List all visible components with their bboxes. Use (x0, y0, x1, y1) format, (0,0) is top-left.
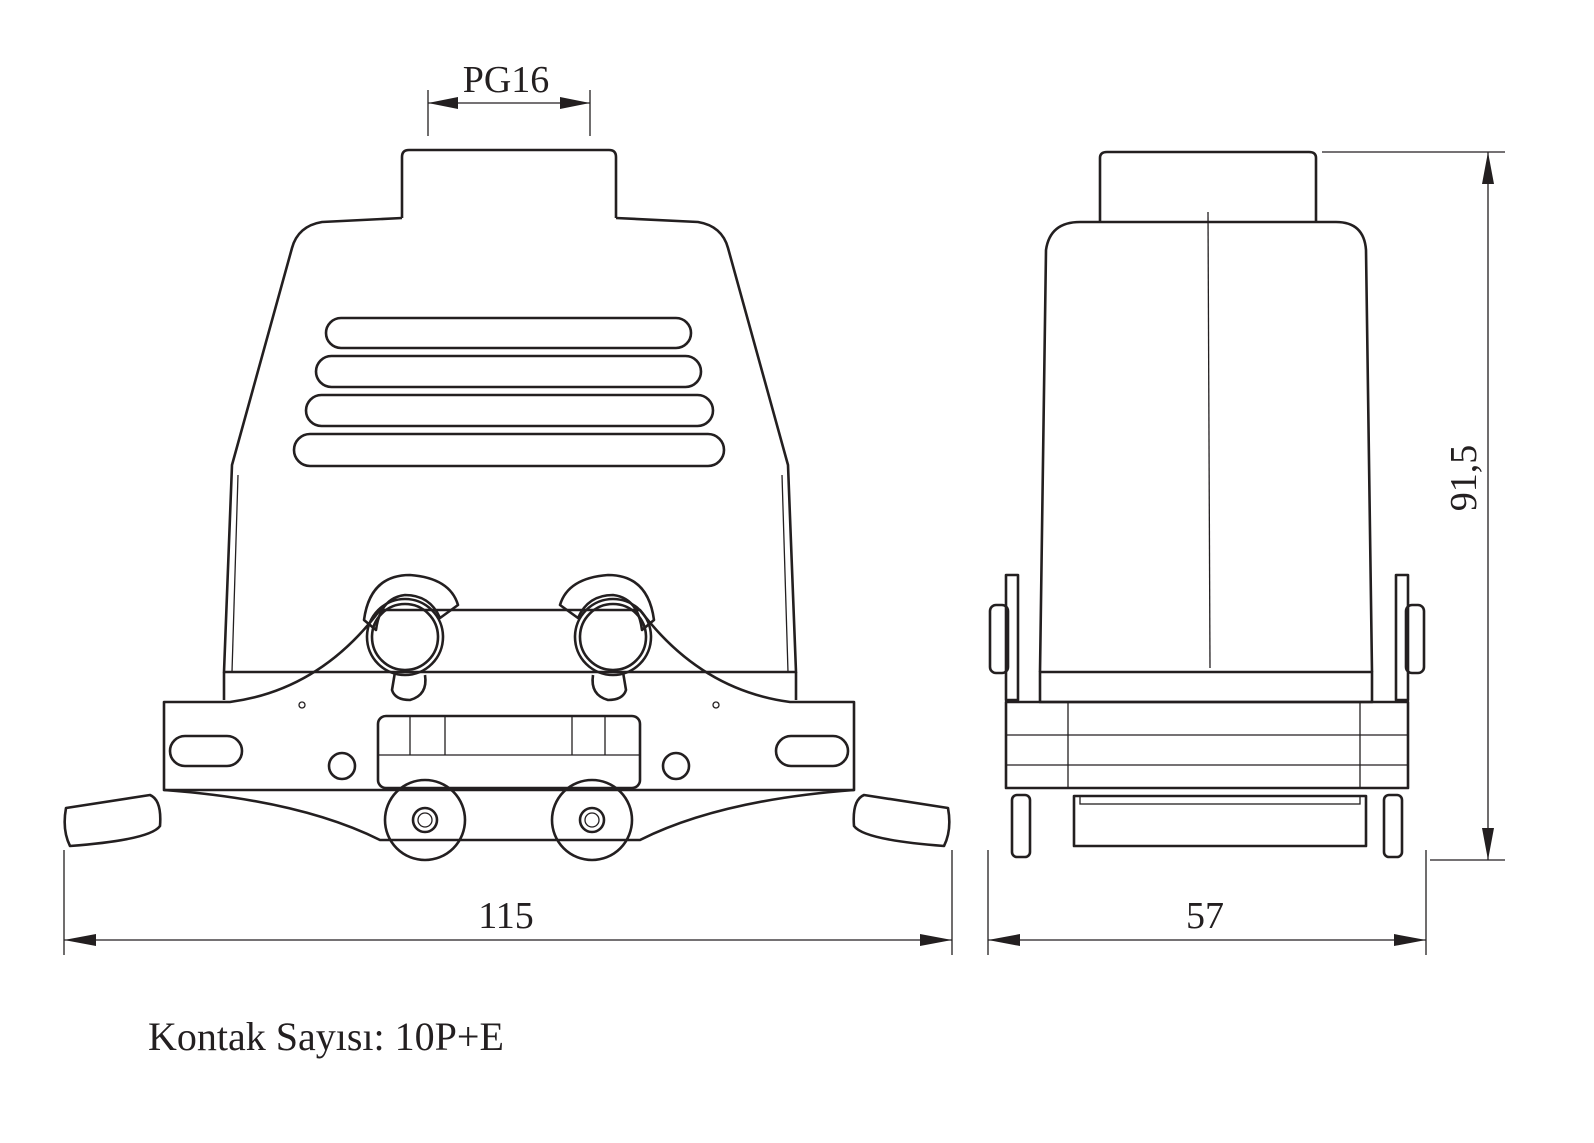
lever-handles (63, 793, 951, 848)
side-view (988, 150, 1426, 859)
dimension-width-front: 115 (63, 850, 953, 955)
locking-pins (362, 573, 656, 862)
width-side-label: 57 (1186, 895, 1224, 937)
vent-slots (292, 316, 726, 468)
dimension-width-side: 57 (987, 850, 1427, 955)
base-flange (162, 608, 856, 842)
pg16-label: PG16 (463, 59, 550, 101)
gland-boss (400, 148, 618, 218)
width-front-label: 115 (478, 895, 534, 937)
front-view (63, 148, 951, 862)
height-label: 91,5 (1443, 445, 1485, 512)
dimension-height: 91,5 (1322, 151, 1505, 861)
contact-count-note: Kontak Sayısı: 10P+E (148, 1014, 504, 1059)
dimension-pg16: PG16 (427, 59, 591, 136)
hood-body (222, 216, 798, 674)
